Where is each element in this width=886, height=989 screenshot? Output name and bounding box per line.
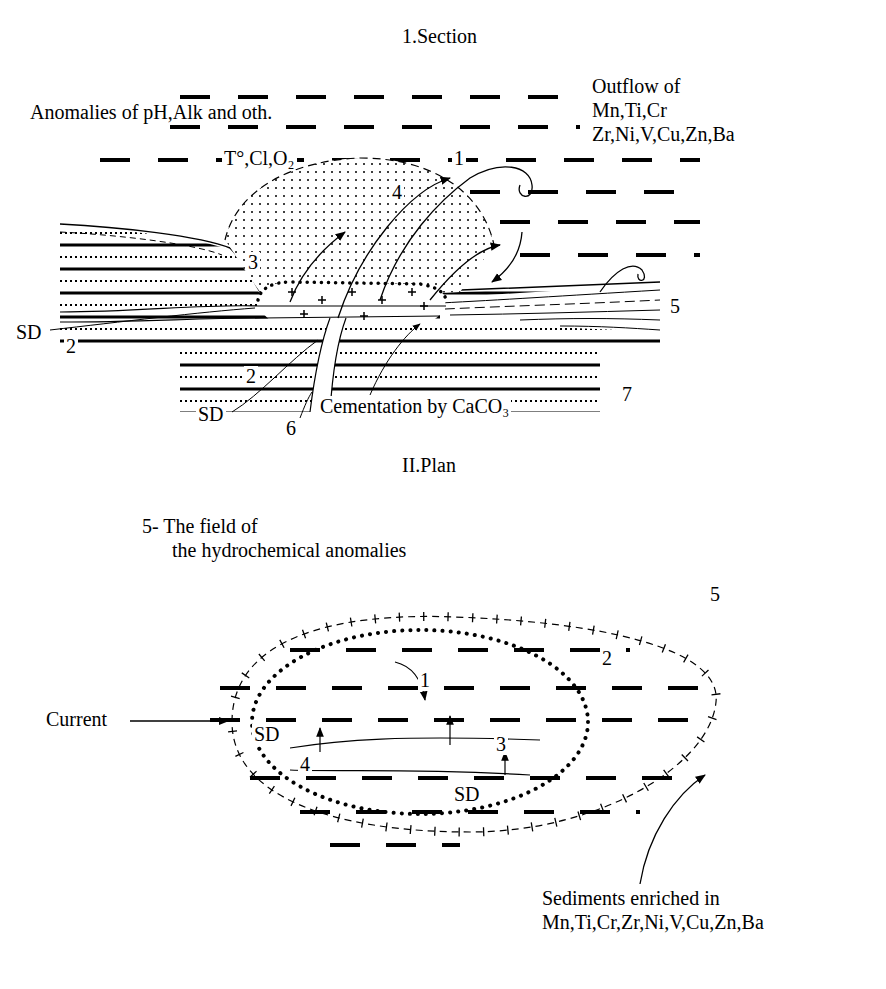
callout-number: 3 — [494, 734, 508, 755]
anomaly-field-outline — [232, 616, 716, 832]
annotation-label: Anomalies of pH,Alk and oth. — [28, 102, 274, 123]
sediment-leader — [640, 775, 705, 884]
anomaly-dome — [225, 158, 494, 298]
callout-number: 1 — [452, 148, 466, 169]
floor-dashed-layer — [60, 232, 222, 255]
callout-number: 7 — [620, 384, 634, 405]
annotation-label: Cementation by CaCO₃ — [318, 396, 511, 417]
callout-number: 5 — [708, 584, 722, 605]
thin-layer-zone — [440, 284, 660, 332]
cross-symbols — [288, 288, 428, 320]
current-arrow — [130, 720, 228, 721]
anomaly-field-ticks — [232, 616, 716, 832]
cross-zone — [258, 282, 446, 328]
annotation-label: II.Plan — [400, 455, 458, 476]
annotation-label: Sediments enriched in — [540, 888, 722, 909]
annotation-label: SD — [252, 724, 282, 745]
callout-number: 6 — [284, 418, 298, 439]
callout-number: 1 — [418, 670, 432, 691]
thin-layer-lines — [440, 290, 660, 330]
callout-number: 3 — [246, 252, 260, 273]
annotation-label: SD — [452, 784, 482, 805]
annotation-label: Mn,Ti,Cr — [590, 100, 669, 121]
callout-number: 4 — [390, 182, 404, 203]
annotation-label: Outflow of — [590, 76, 682, 97]
annotation-label: 5- The field of — [140, 516, 260, 537]
callout-number: 2 — [244, 366, 258, 387]
callout-number: 2 — [600, 648, 614, 669]
plan-sd-lines — [290, 662, 540, 775]
annotation-label: T°,Cl,O₂ — [222, 148, 297, 169]
annotation-label: SD — [14, 322, 44, 343]
annotation-label: Mn,Ti,Cr,Zr,Ni,V,Cu,Zn,Ba — [540, 912, 766, 933]
annotation-label: 1.Section — [400, 26, 479, 47]
annotation-label: Zr,Ni,V,Cu,Zn,Ba — [590, 124, 737, 145]
flow-arrows — [290, 167, 644, 318]
annotation-label: SD — [196, 404, 226, 425]
callout-number: 2 — [64, 336, 78, 357]
anomaly-dome-dots — [225, 158, 494, 298]
anomaly-dome-outline — [225, 158, 494, 245]
annotation-label: Current — [44, 709, 109, 730]
plan-dashes — [210, 650, 700, 845]
annotation-label: the hydrochemical anomalies — [170, 540, 408, 561]
callout-number: 4 — [298, 754, 312, 775]
inner-dotted-zone — [252, 630, 588, 814]
callout-number: 5 — [668, 296, 682, 317]
